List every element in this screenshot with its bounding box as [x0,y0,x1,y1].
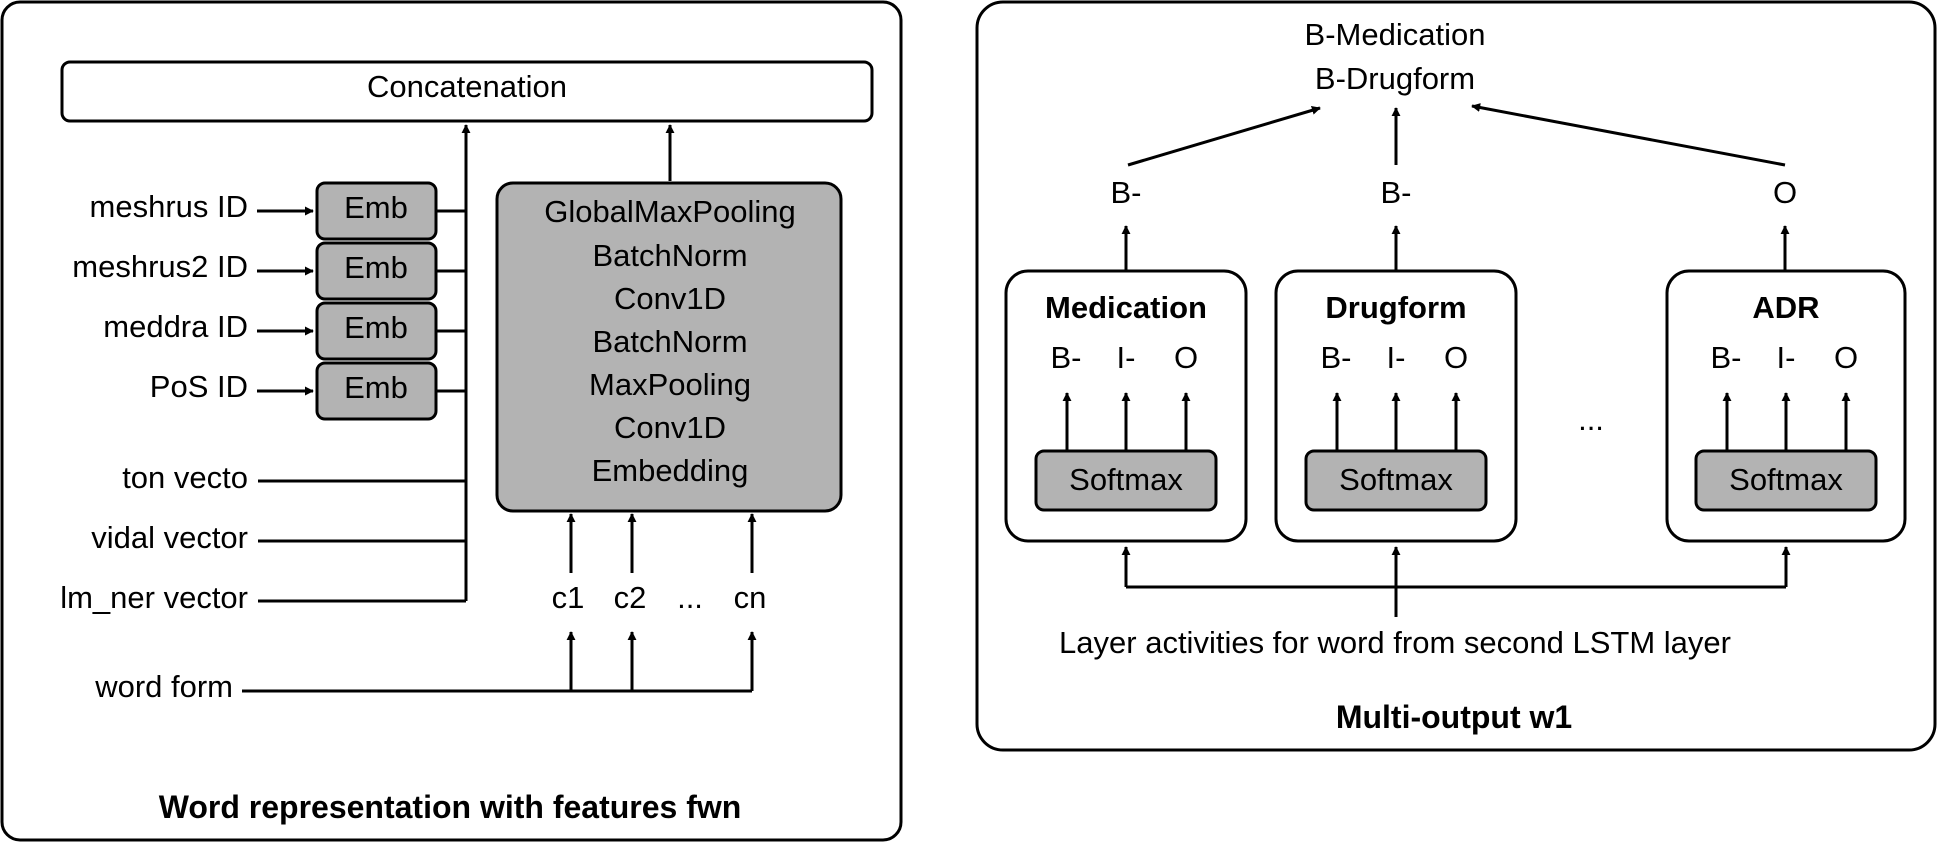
bio-tag-label: I- [1777,340,1796,375]
head-adr: ADR B- I- O Softmax [1665,269,1907,543]
input-meshrus-id: meshrus ID Emb [90,181,466,241]
final-output-line: B-Drugform [1315,61,1475,96]
id-input-label: meshrus ID [90,189,248,224]
input-meshrus2-id: meshrus2 ID Emb [72,241,466,301]
final-output-line: B-Medication [1305,17,1486,52]
softmax-box [1694,449,1878,512]
char-input-label: c1 [552,580,585,615]
left-panel-title: Word representation with features fwn [159,789,742,825]
bio-tag-label: O [1444,340,1468,375]
bio-tag-label: B- [1321,340,1352,375]
cnn-layer-label: Embedding [592,453,749,488]
head-output-label: B- [1381,175,1412,210]
head-drugform: Drugform B- I- O Softmax [1274,269,1518,543]
lstm-input: Layer activities for word from second LS… [1059,546,1791,660]
emb-label: Emb [344,370,408,405]
cnn-layer-label: BatchNorm [592,324,747,359]
word-form-label: word form [94,669,233,704]
head-title: Medication [1045,290,1207,325]
id-feature-inputs: meshrus ID Emb meshrus2 ID Emb meddra ID… [72,181,466,421]
bio-tag-label: B- [1051,340,1082,375]
more-heads-ellipsis: ... [1578,402,1604,437]
input-pos-id: PoS ID Emb [150,361,466,421]
multi-output-panel: B-Medication B-Drugform B- B- O Medicati… [975,0,1937,752]
word-representation-panel: Concatenation meshrus ID Emb meshrus2 ID… [0,0,903,842]
cnn-box [495,181,843,513]
char-input-label: ... [677,580,703,615]
right-panel-title: Multi-output w1 [1336,699,1572,735]
bio-tag-label: I- [1387,340,1406,375]
cnn-layer-label: BatchNorm [592,238,747,273]
char-input-label: c2 [614,580,647,615]
input-label: Layer activities for word from second LS… [1059,625,1731,660]
vector-input-label: lm_ner vector [60,580,248,615]
bio-tag-label: B- [1711,340,1742,375]
word-form-input: word form [94,631,757,704]
head-output-label: O [1773,175,1797,210]
softmax-box [1034,449,1218,512]
vector-input-label: vidal vector [91,520,248,555]
concatenation-box [60,60,874,123]
concatenation-label: Concatenation [367,69,567,104]
id-input-label: meshrus2 ID [72,249,248,284]
emb-label: Emb [344,190,408,225]
cnn-layer-label: MaxPooling [589,367,751,402]
head-title: ADR [1752,290,1819,325]
vector-feature-inputs: ton vecto vidal vector lm_ner vector [60,460,466,615]
id-input-label: PoS ID [150,369,248,404]
softmax-label: Softmax [1069,462,1183,497]
char-cnn-block: GlobalMaxPooling BatchNorm Conv1D BatchN… [495,124,843,513]
head-title: Drugform [1325,290,1466,325]
bio-tag-label: O [1834,340,1858,375]
cnn-layer-label: Conv1D [614,281,726,316]
softmax-label: Softmax [1339,462,1453,497]
vector-input-label: ton vecto [122,460,248,495]
cnn-layer-label: GlobalMaxPooling [544,194,796,229]
input-meddra-id: meddra ID Emb [103,301,466,361]
char-inputs: c1 c2 ... cn [552,513,767,615]
id-input-label: meddra ID [103,309,248,344]
char-input-label: cn [734,580,767,615]
softmax-label: Softmax [1729,462,1843,497]
softmax-box [1304,449,1488,512]
emb-label: Emb [344,310,408,345]
merge-arrow [1471,103,1786,167]
head-output-label: B- [1111,175,1142,210]
bio-tag-label: I- [1117,340,1136,375]
bio-tag-label: O [1174,340,1198,375]
cnn-layer-label: Conv1D [614,410,726,445]
head-medication: Medication B- I- O Softmax [1004,269,1248,543]
merge-arrow [1127,105,1321,167]
emb-label: Emb [344,250,408,285]
